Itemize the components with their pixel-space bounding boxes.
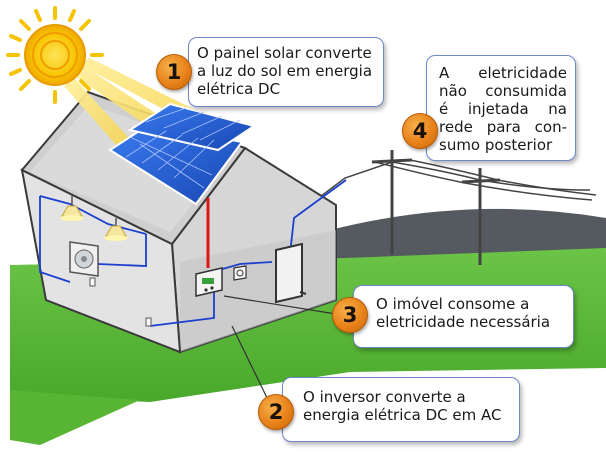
step-1-badge: 1 — [156, 54, 192, 90]
step-3-callout: O imóvel consome a eletricidade necessár… — [353, 285, 574, 348]
sun-icon — [6, 6, 104, 104]
step-1-callout: O painel solar converte a luz do sol em … — [188, 37, 384, 107]
distribution-panel — [275, 242, 307, 304]
ceiling-lamp — [60, 196, 84, 221]
sun-beam — [64, 78, 138, 156]
step-2-text: O inversor converte a energia elétrica D… — [303, 388, 502, 424]
leader-line-3 — [223, 295, 337, 315]
outlet — [145, 317, 152, 327]
ceiling-lamp — [104, 218, 128, 241]
step-4-text: A eletricidade não consumida é injetada … — [439, 64, 567, 154]
solar-panel — [108, 102, 257, 206]
outlet — [89, 277, 96, 287]
hill — [330, 208, 606, 262]
step-2-badge: 2 — [258, 394, 294, 430]
step-4-badge: 4 — [402, 113, 438, 149]
step-1-text: O painel solar converte a luz do sol em … — [197, 44, 373, 98]
step-2-callout: O inversor converte a energia elétrica D… — [282, 377, 520, 442]
leader-line-2 — [231, 325, 271, 405]
step-3-text: O imóvel consome a eletricidade necessár… — [376, 295, 551, 331]
air-conditioner — [69, 241, 99, 277]
step-4-callout: A eletricidade não consumida é injetada … — [426, 55, 576, 161]
step-3-badge: 3 — [332, 297, 368, 333]
utility-pole — [299, 150, 597, 265]
meter — [233, 265, 247, 281]
inverter — [195, 267, 223, 297]
